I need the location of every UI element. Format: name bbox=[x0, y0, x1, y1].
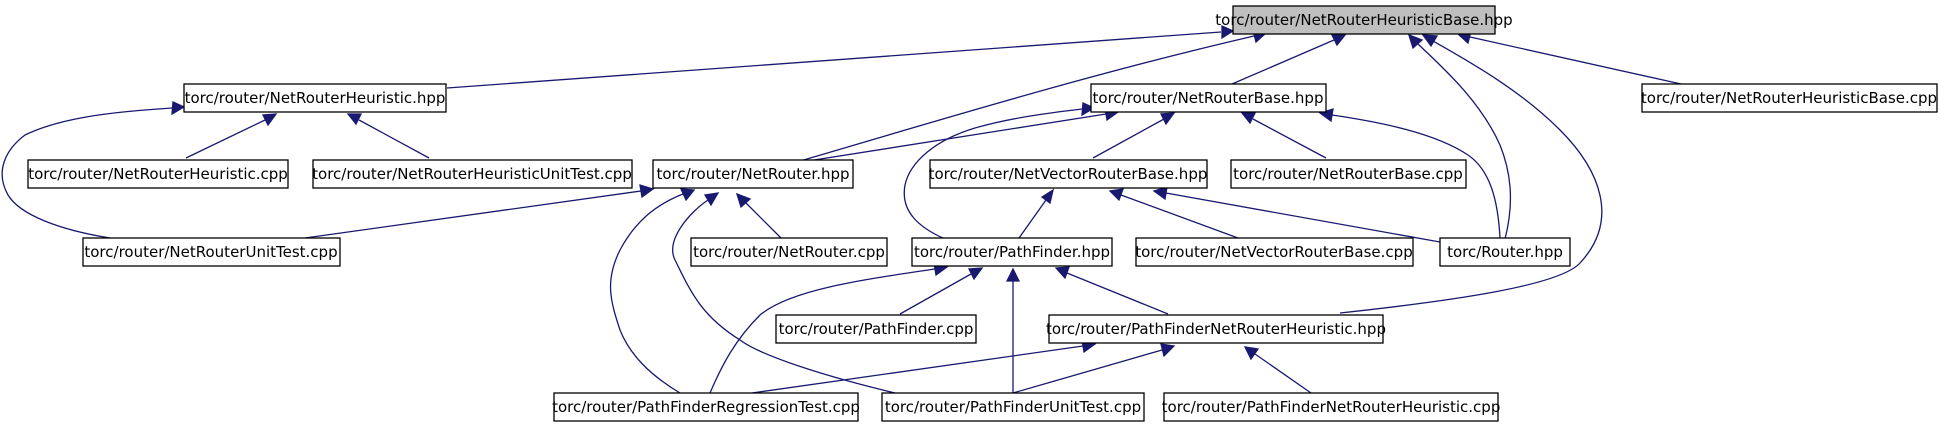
node-netrouterbase-hpp[interactable]: torc/router/NetRouterBase.hpp bbox=[1090, 83, 1327, 113]
node-netrouter-hpp[interactable]: torc/router/NetRouter.hpp bbox=[652, 159, 854, 189]
edge-netrouterbase-cpp-to-netrouterbase-hpp bbox=[1240, 112, 1327, 159]
node-pathfindernetrouterheuristic-hpp[interactable]: torc/router/PathFinderNetRouterHeuristic… bbox=[1046, 314, 1386, 344]
edge-netrouterheuristicunittest-cpp-to-netrouterheuristic-hpp bbox=[346, 113, 430, 159]
edge-router-hpp-to-netvectorrouterbase-hpp bbox=[1152, 186, 1441, 243]
node-netrouterbase-cpp[interactable]: torc/router/NetRouterBase.cpp bbox=[1230, 159, 1467, 189]
node-label: torc/router/NetRouterHeuristicBase.cpp bbox=[1641, 89, 1937, 107]
node-label: torc/router/PathFinderNetRouterHeuristic… bbox=[1046, 320, 1386, 338]
node-label: torc/router/PathFinderRegressionTest.cpp bbox=[552, 398, 860, 416]
node-label: torc/Router.hpp bbox=[1447, 243, 1563, 261]
node-router-hpp[interactable]: torc/Router.hpp bbox=[1439, 237, 1571, 267]
node-label: torc/router/NetRouterBase.hpp bbox=[1093, 89, 1324, 107]
node-label: torc/router/PathFinderUnitTest.cpp bbox=[885, 398, 1141, 416]
edge-netrouterheuristic-hpp-to-netrouterheuristicbase-hpp bbox=[446, 24, 1235, 89]
edge-netrouter-cpp-to-netrouter-hpp bbox=[735, 192, 782, 239]
node-netrouterheuristicbase-hpp[interactable]: torc/router/NetRouterHeuristicBase.hpp bbox=[1215, 5, 1513, 35]
edge-netrouterbase-hpp-to-netrouterheuristicbase-hpp bbox=[1231, 34, 1347, 85]
node-label: torc/router/NetRouterHeuristic.cpp bbox=[28, 165, 288, 183]
node-label: torc/router/PathFinderNetRouterHeuristic… bbox=[1162, 398, 1501, 416]
node-label: torc/router/NetVectorRouterBase.cpp bbox=[1135, 243, 1412, 261]
graph-edges bbox=[1, 24, 1682, 394]
edge-pathfindernetrouterheuristic-cpp-to-pathfindernetrouterheuristic-hpp bbox=[1243, 346, 1312, 394]
edge-pathfinderregressiontest-cpp-to-pathfindernetrouterheuristic-hpp bbox=[751, 339, 1097, 394]
node-label: torc/router/NetRouter.hpp bbox=[656, 165, 849, 183]
node-label: torc/router/PathFinder.cpp bbox=[779, 320, 974, 338]
edge-pathfinderunittest-cpp-to-pathfindernetrouterheuristic-hpp bbox=[1012, 343, 1176, 394]
graph-nodes: torc/router/NetRouterHeuristicBase.hpp t… bbox=[27, 5, 1938, 422]
edge-netrouter-hpp-to-netrouterbase-hpp bbox=[794, 107, 1120, 164]
node-label: torc/router/NetRouterHeuristicUnitTest.c… bbox=[312, 165, 632, 183]
node-netrouterheuristic-hpp[interactable]: torc/router/NetRouterHeuristic.hpp bbox=[183, 83, 447, 113]
node-netrouterunittest-cpp[interactable]: torc/router/NetRouterUnitTest.cpp bbox=[82, 237, 341, 267]
node-netrouterheuristicbase-cpp[interactable]: torc/router/NetRouterHeuristicBase.cpp bbox=[1641, 83, 1938, 113]
node-label: torc/router/NetRouterHeuristicBase.hpp bbox=[1215, 11, 1512, 29]
edge-pathfinder-hpp-to-netvectorrouterbase-hpp bbox=[1018, 188, 1054, 239]
node-label: torc/router/NetRouterBase.cpp bbox=[1233, 165, 1463, 183]
node-pathfindernetrouterheuristic-cpp[interactable]: torc/router/PathFinderNetRouterHeuristic… bbox=[1162, 392, 1501, 422]
edge-pathfindernetrouterheuristic-hpp-to-pathfinder-hpp bbox=[1054, 266, 1169, 315]
node-pathfinderregressiontest-cpp[interactable]: torc/router/PathFinderRegressionTest.cpp bbox=[552, 392, 860, 422]
edge-netvectorrouterbase-cpp-to-netvectorrouterbase-hpp bbox=[1108, 188, 1239, 239]
edge-netrouterunittest-cpp-to-netrouter-hpp bbox=[304, 184, 655, 239]
node-netvectorrouterbase-cpp[interactable]: torc/router/NetVectorRouterBase.cpp bbox=[1135, 237, 1414, 267]
node-label: torc/router/NetRouterUnitTest.cpp bbox=[84, 243, 337, 261]
edge-pathfinderregressiontest-cpp-to-netrouter-hpp bbox=[609, 188, 696, 394]
edge-pathfinder-hpp-to-netrouterbase-hpp bbox=[903, 102, 1096, 240]
edge-router-hpp-to-netrouterheuristicbase-hpp bbox=[1407, 33, 1512, 240]
node-label: torc/router/NetRouter.cpp bbox=[693, 243, 885, 261]
node-netrouterheuristic-cpp[interactable]: torc/router/NetRouterHeuristic.cpp bbox=[27, 159, 289, 189]
edge-pathfinderunittest-cpp-to-pathfinder-hpp bbox=[1005, 267, 1021, 393]
edge-netrouterunittest-cpp-to-netrouterheuristic-hpp bbox=[1, 101, 186, 239]
node-label: torc/router/NetRouterHeuristic.hpp bbox=[185, 89, 446, 107]
edge-netvectorrouterbase-hpp-to-netrouterbase-hpp bbox=[1092, 112, 1176, 159]
edge-netrouterheuristic-cpp-to-netrouterheuristic-hpp bbox=[185, 113, 278, 159]
edge-pathfindernetrouterheuristic-hpp-to-netrouterheuristicbase-hpp bbox=[1339, 34, 1603, 314]
node-netvectorrouterbase-hpp[interactable]: torc/router/NetVectorRouterBase.hpp bbox=[929, 159, 1208, 189]
node-label: torc/router/NetVectorRouterBase.hpp bbox=[929, 165, 1208, 183]
node-netrouter-cpp[interactable]: torc/router/NetRouter.cpp bbox=[690, 237, 888, 267]
edge-pathfinder-cpp-to-pathfinder-hpp bbox=[899, 267, 984, 315]
node-pathfinder-cpp[interactable]: torc/router/PathFinder.cpp bbox=[775, 314, 977, 344]
node-pathfinderunittest-cpp[interactable]: torc/router/PathFinderUnitTest.cpp bbox=[881, 392, 1145, 422]
node-netrouterheuristicunittest-cpp[interactable]: torc/router/NetRouterHeuristicUnitTest.c… bbox=[312, 159, 633, 189]
node-pathfinder-hpp[interactable]: torc/router/PathFinder.hpp bbox=[911, 237, 1113, 267]
edge-pathfinderunittest-cpp-to-netrouter-hpp bbox=[672, 192, 896, 394]
node-label: torc/router/PathFinder.hpp bbox=[914, 243, 1110, 261]
